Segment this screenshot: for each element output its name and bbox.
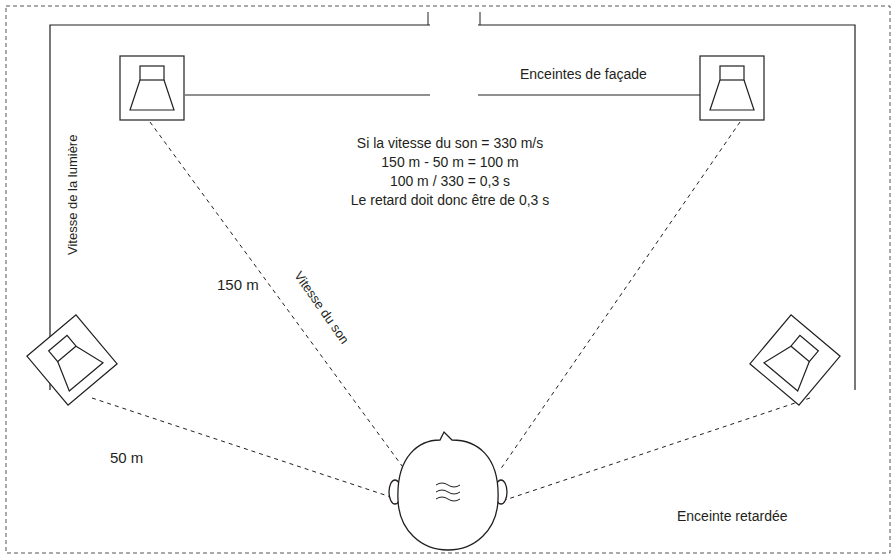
delayed-speaker (750, 315, 840, 405)
text-label: 150 m (215, 276, 261, 294)
text-label: 100 m / 330 = 0,3 s (390, 173, 510, 190)
frame (6, 6, 890, 553)
listener-head (389, 432, 507, 550)
text-label: Le retard doit donc être de 0,3 s (351, 192, 549, 209)
front-speaker (700, 56, 764, 120)
front-speaker (120, 56, 184, 120)
stage-gap (428, 12, 480, 25)
delayed-speaker (27, 315, 117, 405)
text-label: 50 m (108, 449, 145, 467)
text-label: Vitesse de la lumière (65, 135, 81, 255)
text-label: Enceinte retardée (675, 508, 790, 525)
text-label: Vitesse du son (290, 267, 354, 349)
text-label: Enceintes de façade (518, 66, 649, 83)
text-label: 150 m - 50 m = 100 m (381, 154, 518, 171)
stage-outline (50, 25, 855, 390)
text-label: Si la vitesse du son = 330 m/s (357, 135, 543, 152)
stage-front (185, 95, 700, 96)
